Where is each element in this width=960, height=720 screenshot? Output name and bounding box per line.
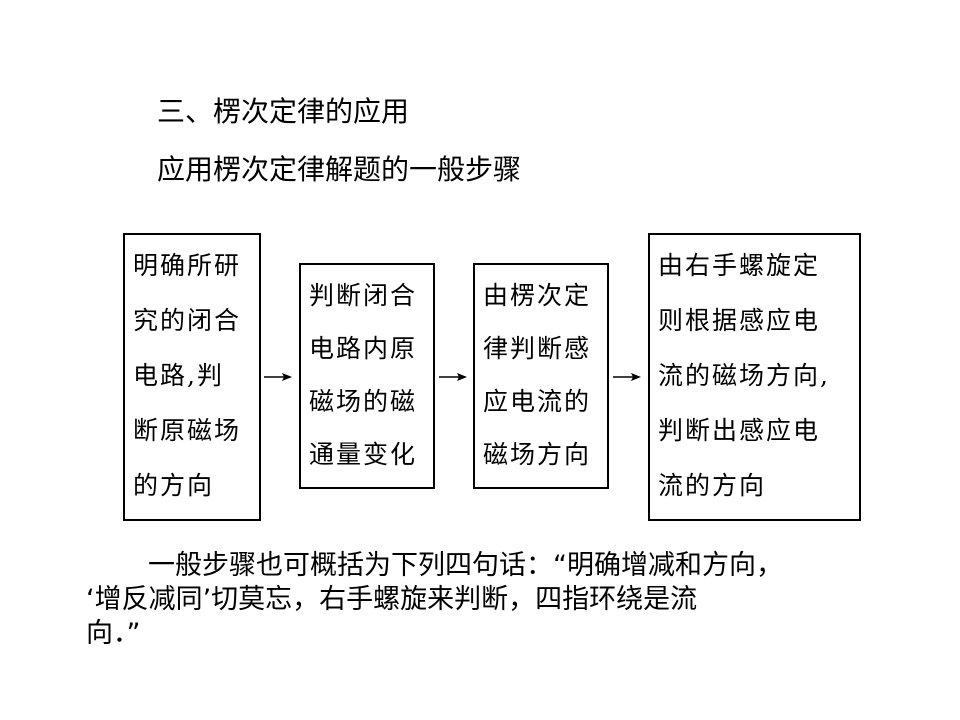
step-2-line: 磁场的磁 (309, 386, 418, 416)
step-2-line: 通量变化 (309, 439, 418, 469)
step-1-line: 究的闭合 (133, 306, 242, 336)
step-4-line: 流的磁场方向, (658, 360, 830, 390)
step-3-line: 磁场方向 (483, 439, 592, 469)
summary-line: 一般步骤也可概括为下列四句话：“明确增减和方向， (148, 550, 783, 581)
section-subheading: 应用楞次定律解题的一般步骤 (157, 153, 522, 186)
step-3-line: 律判断感 (483, 333, 592, 363)
step-2-line: 电路内原 (309, 333, 418, 363)
step-3-line: 应电流的 (483, 386, 592, 416)
step-1-line: 明确所研 (133, 251, 242, 281)
summary-line: ‘增反减同’切莫忘，右手螺旋来判断，四指环绕是流 (86, 584, 698, 615)
step-2-line: 判断闭合 (309, 280, 418, 310)
summary-paragraph: 一般步骤也可概括为下列四句话：“明确增减和方向， ‘增反减同’切莫忘，右手螺旋来… (86, 549, 916, 651)
flow-step-4: 由右手螺旋定 则根据感应电 流的磁场方向, 判断出感应电 流的方向 (648, 233, 861, 521)
arrow-icon (613, 373, 641, 381)
flow-step-3: 由楞次定 律判断感 应电流的 磁场方向 (473, 263, 609, 489)
step-4-line: 判断出感应电 (658, 415, 821, 445)
step-1-line: 电路,判 (133, 360, 224, 390)
flow-step-1: 明确所研 究的闭合 电路,判 断原磁场 的方向 (123, 233, 261, 521)
summary-line: 向．” (86, 618, 141, 649)
flow-step-2: 判断闭合 电路内原 磁场的磁 通量变化 (299, 263, 435, 489)
step-1-line: 断原磁场 (133, 415, 242, 445)
step-3-line: 由楞次定 (483, 280, 592, 310)
section-heading: 三、楞次定律的应用 (157, 95, 410, 128)
arrow-icon (264, 373, 292, 381)
step-4-line: 流的方向 (658, 470, 767, 500)
step-4-line: 由右手螺旋定 (658, 251, 821, 281)
step-4-line: 则根据感应电 (658, 306, 821, 336)
arrow-icon (439, 373, 467, 381)
step-1-line: 的方向 (133, 470, 215, 500)
